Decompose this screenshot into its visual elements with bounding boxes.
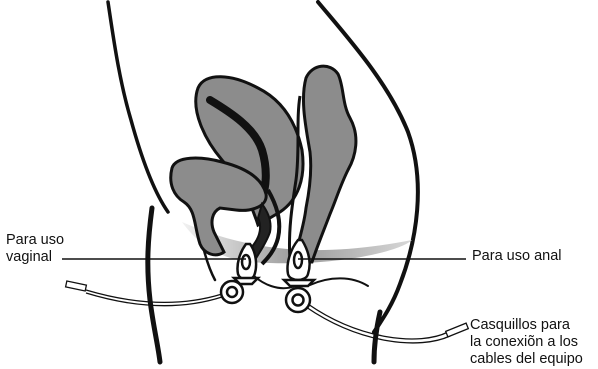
- anal-probe-tip: [294, 252, 302, 268]
- vaginal-probe-ring-hole: [227, 287, 237, 297]
- left-thigh: [148, 208, 160, 362]
- anal-use-label: Para uso anal: [472, 248, 561, 265]
- vaginal-cable-plug: [66, 281, 87, 291]
- vaginal-cable: [86, 290, 222, 306]
- vaginal-label-line-1: Para uso: [6, 232, 64, 249]
- anal-cable-plug: [446, 323, 469, 337]
- vaginal-use-label: Para uso vaginal: [6, 232, 64, 266]
- vaginal-label-line-2: vaginal: [6, 249, 64, 266]
- right-thigh-fold: [374, 312, 380, 362]
- cables: [66, 281, 469, 343]
- vaginal-probe-tip: [242, 255, 250, 269]
- anal-probe-ring-hole: [293, 295, 304, 306]
- cable-label-line-3: cables del equipo: [470, 351, 583, 368]
- anal-probe-stem: [284, 280, 314, 286]
- cable-label-line-1: Casquillos para: [470, 317, 583, 334]
- cable-label-line-2: la conexiõn a los: [470, 334, 583, 351]
- cable-connector-label: Casquillos para la conexiõn a los cables…: [470, 317, 583, 368]
- back-curve: [108, 2, 168, 212]
